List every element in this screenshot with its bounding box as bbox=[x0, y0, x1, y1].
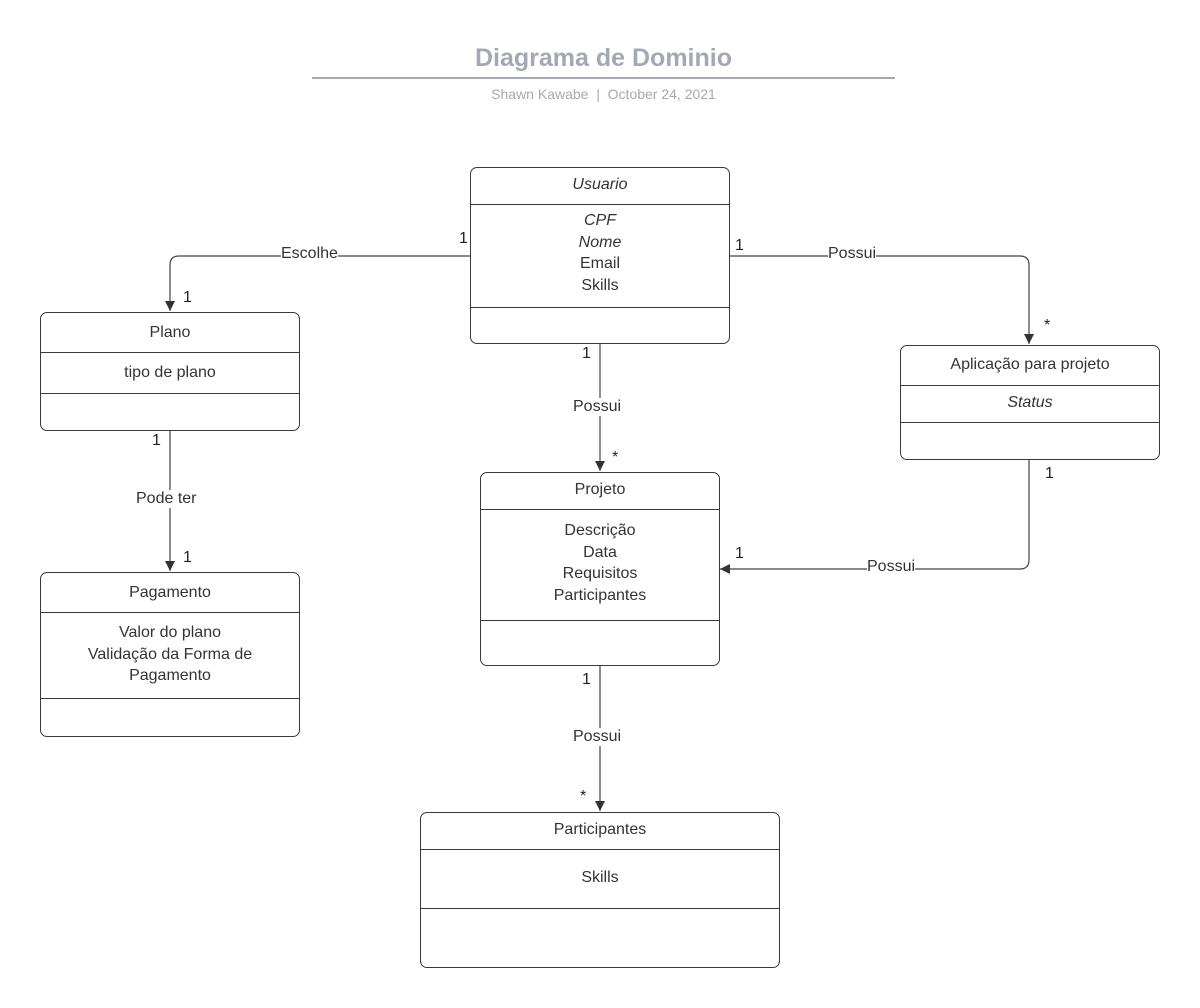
title-underline bbox=[312, 77, 895, 79]
class-projeto-divider bbox=[481, 509, 719, 510]
attribute-skills: Skills bbox=[581, 869, 619, 886]
multiplicity-usuario-projeto-target: * bbox=[612, 449, 619, 466]
class-participantes-divider-methods bbox=[421, 908, 779, 909]
multiplicity-usuario-aplicacao-source: 1 bbox=[735, 237, 744, 254]
class-pagamento[interactable]: Pagamento Valor do plano Validação da Fo… bbox=[40, 572, 300, 737]
class-aplicacao-divider-methods bbox=[901, 422, 1159, 423]
subtitle-separator: | bbox=[596, 86, 600, 102]
relation-label-usuario-aplicacao: Possui bbox=[828, 245, 877, 263]
diagram-subtitle: Shawn Kawabe | October 24, 2021 bbox=[312, 86, 895, 102]
class-participantes-attributes: Skills bbox=[421, 867, 779, 889]
relation-label-pode-ter: Pode ter bbox=[136, 490, 197, 508]
attribute-skills: Skills bbox=[581, 276, 619, 294]
class-pagamento-name: Pagamento bbox=[129, 584, 211, 601]
attribute-status: Status bbox=[1007, 394, 1053, 411]
relation-label-aplicacao-projeto: Possui bbox=[867, 558, 916, 576]
multiplicity-usuario-plano-target: 1 bbox=[183, 289, 192, 306]
class-usuario-divider-methods bbox=[471, 307, 729, 308]
attribute-requisitos: Requisitos bbox=[562, 565, 638, 582]
multiplicity-plano-pagamento-source: 1 bbox=[152, 432, 161, 449]
diagram-date: October 24, 2021 bbox=[607, 86, 716, 102]
connector-aplicacao-projeto bbox=[720, 460, 1030, 574]
attribute-participantes: Participantes bbox=[553, 586, 647, 604]
class-aplicacao-attributes: Status bbox=[901, 392, 1159, 414]
class-projeto-divider-methods bbox=[481, 620, 719, 621]
class-usuario-attributes: CPF Nome Email Skills bbox=[471, 210, 729, 296]
relation-label-escolhe: Escolhe bbox=[281, 245, 338, 263]
class-plano-divider bbox=[41, 352, 299, 353]
class-pagamento-divider bbox=[41, 612, 299, 613]
class-aplicacao-name: Aplicação para projeto bbox=[950, 356, 1110, 373]
attribute-email: Email bbox=[579, 255, 620, 272]
class-participantes[interactable]: Participantes Skills bbox=[420, 812, 780, 968]
class-usuario-divider bbox=[471, 204, 729, 205]
attribute-data: Data bbox=[583, 543, 617, 561]
multiplicity-usuario-aplicacao-target: * bbox=[1044, 317, 1051, 334]
multiplicity-aplicacao-projeto-source: 1 bbox=[1045, 465, 1054, 482]
class-aplicacao-divider bbox=[901, 385, 1159, 386]
class-plano-divider-methods bbox=[41, 393, 299, 394]
attribute-validacao: Validação da Forma de Pagamento bbox=[87, 645, 253, 685]
class-usuario[interactable]: Usuario CPF Nome Email Skills bbox=[470, 167, 730, 344]
diagram-title: Diagrama de Dominio bbox=[475, 44, 732, 72]
attribute-tipo-de-plano: tipo de plano bbox=[124, 364, 216, 381]
class-plano[interactable]: Plano tipo de plano bbox=[40, 312, 300, 431]
attribute-nome: Nome bbox=[578, 233, 622, 251]
attribute-cpf: CPF bbox=[584, 212, 616, 229]
attribute-valor-do-plano: Valor do plano bbox=[119, 624, 221, 641]
author-name: Shawn Kawabe bbox=[491, 86, 589, 102]
class-projeto-attributes: Descrição Data Requisitos Participantes bbox=[481, 520, 719, 606]
relation-label-projeto-participantes: Possui bbox=[573, 728, 622, 746]
class-pagamento-attributes: Valor do plano Validação da Forma de Pag… bbox=[61, 622, 279, 687]
class-aplicacao[interactable]: Aplicação para projeto Status bbox=[900, 345, 1160, 460]
class-participantes-name: Participantes bbox=[553, 821, 647, 838]
class-projeto-name: Projeto bbox=[574, 481, 626, 498]
multiplicity-aplicacao-projeto-target: 1 bbox=[735, 545, 744, 562]
class-pagamento-divider-methods bbox=[41, 698, 299, 699]
multiplicity-usuario-projeto-source: 1 bbox=[582, 345, 591, 362]
class-usuario-name: Usuario bbox=[572, 176, 628, 193]
multiplicity-plano-pagamento-target: 1 bbox=[183, 549, 192, 566]
connector-usuario-aplicacao bbox=[730, 255, 1034, 344]
attribute-descricao: Descrição bbox=[564, 522, 636, 539]
class-plano-name: Plano bbox=[149, 324, 191, 341]
multiplicity-projeto-participantes-target: * bbox=[580, 788, 587, 805]
relation-label-usuario-projeto: Possui bbox=[573, 398, 622, 416]
connector-usuario-plano bbox=[165, 255, 470, 311]
multiplicity-projeto-participantes-source: 1 bbox=[582, 671, 591, 688]
class-participantes-divider bbox=[421, 849, 779, 850]
class-plano-attributes: tipo de plano bbox=[41, 362, 299, 384]
multiplicity-usuario-plano-source: 1 bbox=[459, 230, 468, 247]
class-projeto[interactable]: Projeto Descrição Data Requisitos Partic… bbox=[480, 472, 720, 666]
